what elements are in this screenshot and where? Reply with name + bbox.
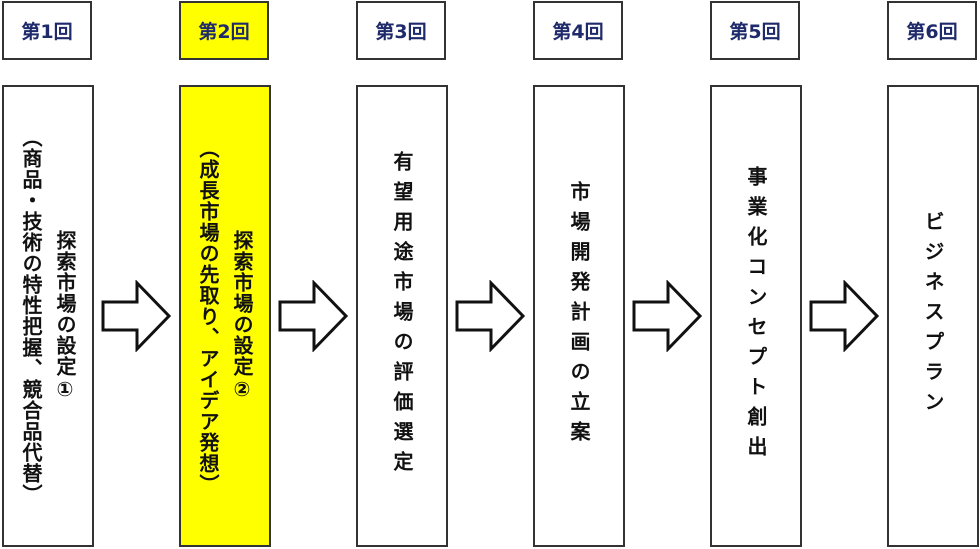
step-box-6: ビジネスプラン xyxy=(887,85,979,547)
step-header-5: 第5回 xyxy=(710,1,800,60)
step-title: 有望用途市場の評価選定 xyxy=(390,151,414,481)
step-box-3: 有望用途市場の評価選定 xyxy=(356,85,448,547)
step-header-2: 第2回 xyxy=(179,1,269,60)
step-header-4: 第4回 xyxy=(533,1,623,60)
step-title: ビジネスプラン xyxy=(921,211,945,421)
step-box-4: 市場開発計画の立案 xyxy=(533,85,625,547)
step-detail: （成長市場の先取り、アイデア発想） xyxy=(196,137,220,495)
step-box-5: 事業化コンセプト創出 xyxy=(710,85,802,547)
step-label: 第6回 xyxy=(906,21,958,43)
step-box-1: 探索市場の設定① （商品・技術の特性把握、競合品代替） xyxy=(2,85,94,547)
step-label: 第2回 xyxy=(198,21,250,43)
step-header-6: 第6回 xyxy=(887,1,977,60)
step-header-1: 第1回 xyxy=(2,1,92,60)
right-arrow-icon xyxy=(455,280,526,352)
step-label: 第5回 xyxy=(729,21,781,43)
right-arrow-icon xyxy=(809,280,880,352)
step-title: 探索市場の設定② xyxy=(230,230,254,402)
step-label: 第1回 xyxy=(21,21,73,43)
step-title: 探索市場の設定① xyxy=(53,230,77,402)
right-arrow-icon xyxy=(632,280,703,352)
step-title: 事業化コンセプト創出 xyxy=(744,166,768,466)
right-arrow-icon xyxy=(278,280,349,352)
step-header-3: 第3回 xyxy=(356,1,446,60)
right-arrow-icon xyxy=(101,280,172,352)
step-detail: （商品・技術の特性把握、競合品代替） xyxy=(19,127,43,505)
step-label: 第3回 xyxy=(375,21,427,43)
step-box-2: 探索市場の設定② （成長市場の先取り、アイデア発想） xyxy=(179,85,271,547)
step-label: 第4回 xyxy=(552,21,604,43)
step-title: 市場開発計画の立案 xyxy=(567,181,591,451)
